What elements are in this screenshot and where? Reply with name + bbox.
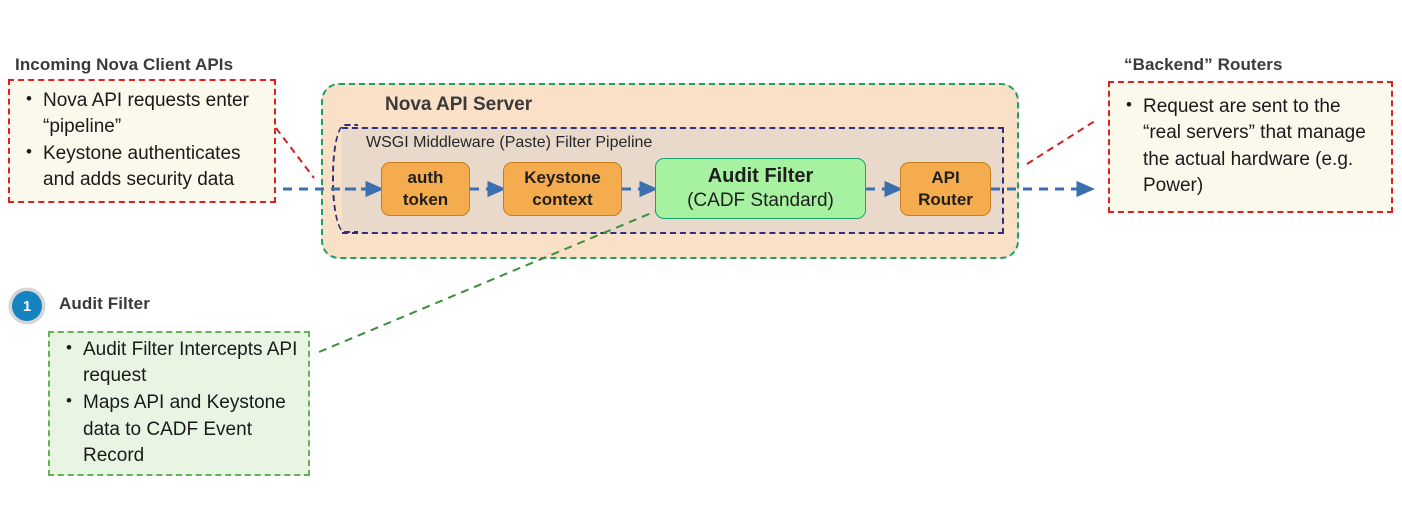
node-label-line2: (CADF Standard) [687,190,834,212]
left-callout-title: Incoming Nova Client APIs [15,55,234,74]
right-callout-list: Request are sent to the “real servers” t… [1110,93,1391,200]
left-callout-list: Nova API requests enter “pipeline” Keyst… [10,87,274,195]
node-label-line1: API [931,167,960,187]
left-callout-box: Nova API requests enter “pipeline” Keyst… [8,79,276,203]
list-item: Audit Filter Intercepts API request [64,336,298,389]
step-number: 1 [22,297,32,315]
leader-line-left [275,127,315,179]
list-item: Keystone authenticates and adds security… [24,140,264,193]
nova-api-server-title: Nova API Server [385,94,533,115]
node-label-line1: auth [407,167,444,187]
pipeline-node-auth-token[interactable]: auth token [381,162,470,216]
right-callout-box: Request are sent to the “real servers” t… [1108,81,1393,213]
list-item: Nova API requests enter “pipeline” [24,87,264,140]
step-callout-box: Audit Filter Intercepts API request Maps… [48,331,310,476]
pipeline-node-audit-filter[interactable]: Audit Filter (CADF Standard) [655,158,866,219]
step-title: Audit Filter [59,294,150,313]
pipeline-left-cap [332,124,358,233]
step-callout-list: Audit Filter Intercepts API request Maps… [50,336,308,470]
node-label-line2: context [532,190,593,209]
wsgi-pipeline-title: WSGI Middleware (Paste) Filter Pipeline [366,134,653,151]
list-item: Request are sent to the “real servers” t… [1124,93,1381,199]
node-label-line2: token [402,190,449,209]
list-item: Maps API and Keystone data to CADF Event… [64,389,298,469]
leader-line-right [1026,118,1099,165]
node-label-line1: Audit Filter [707,164,814,187]
right-callout-title: “Backend” Routers [1124,55,1283,74]
step-number-badge: 1 [12,291,42,321]
pipeline-node-api-router[interactable]: API Router [900,162,991,216]
node-label-line2: Router [918,190,973,209]
node-label-line1: Keystone [524,167,601,187]
pipeline-node-keystone-context[interactable]: Keystone context [503,162,622,216]
